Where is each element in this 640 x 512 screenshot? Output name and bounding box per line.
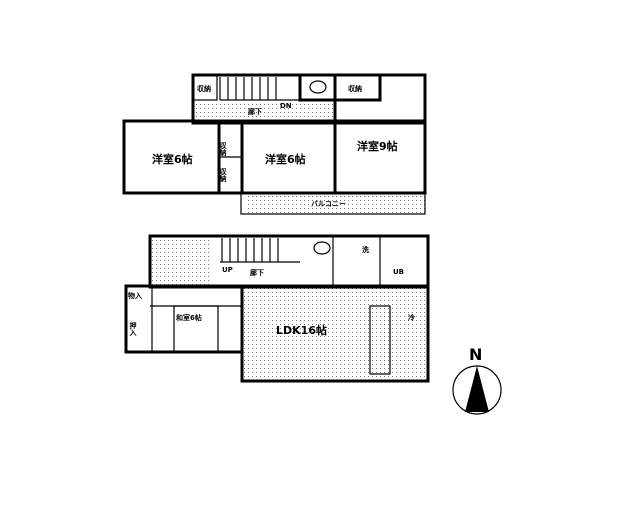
storage-label: 収納 (219, 141, 228, 157)
room-label-washitsu: 和室6帖 (175, 313, 202, 322)
compass: N (452, 345, 502, 415)
washroom-label: 洗 (362, 245, 369, 254)
room-label-western-3: 洋室9帖 (357, 139, 398, 153)
ldk-block (240, 284, 430, 383)
north-arrow-icon (465, 366, 489, 412)
storage-label: 収納 (219, 167, 228, 183)
first-floor: UP 廊下 UB 洗 物入 押入 和室6帖 LDK16帖 冷 (124, 234, 430, 383)
room-label-ldk: LDK16帖 (276, 323, 327, 337)
storage-label: 収納 (197, 84, 211, 93)
toilet-icon (309, 80, 327, 94)
stairs-up-label: UP (222, 266, 233, 274)
room-label-western-2: 洋室6帖 (265, 152, 306, 166)
stairs-down-label: DN (280, 102, 292, 110)
closet-label: 物入 (128, 291, 142, 300)
kitchen-counter (369, 305, 391, 375)
oshiire-label: 押入 (129, 321, 138, 337)
toilet-icon (313, 241, 331, 255)
stairs-2f (219, 77, 300, 101)
balcony (240, 192, 426, 215)
hall-label: 廊下 (248, 107, 262, 116)
room-label-western-1: 洋室6帖 (152, 152, 193, 166)
bath-label: UB (393, 268, 404, 276)
fridge-label: 冷 (408, 313, 415, 322)
stairs-1f (220, 238, 300, 263)
storage-label: 収納 (348, 84, 362, 93)
balcony-label: バルコニー (311, 200, 346, 208)
second-floor: 収納 収納 廊下 DN 収納 収納 洋室6帖 洋室6帖 洋室9帖 バルコニー (122, 73, 427, 215)
hall-label: 廊下 (250, 268, 264, 277)
compass-north-label: N (469, 345, 482, 364)
